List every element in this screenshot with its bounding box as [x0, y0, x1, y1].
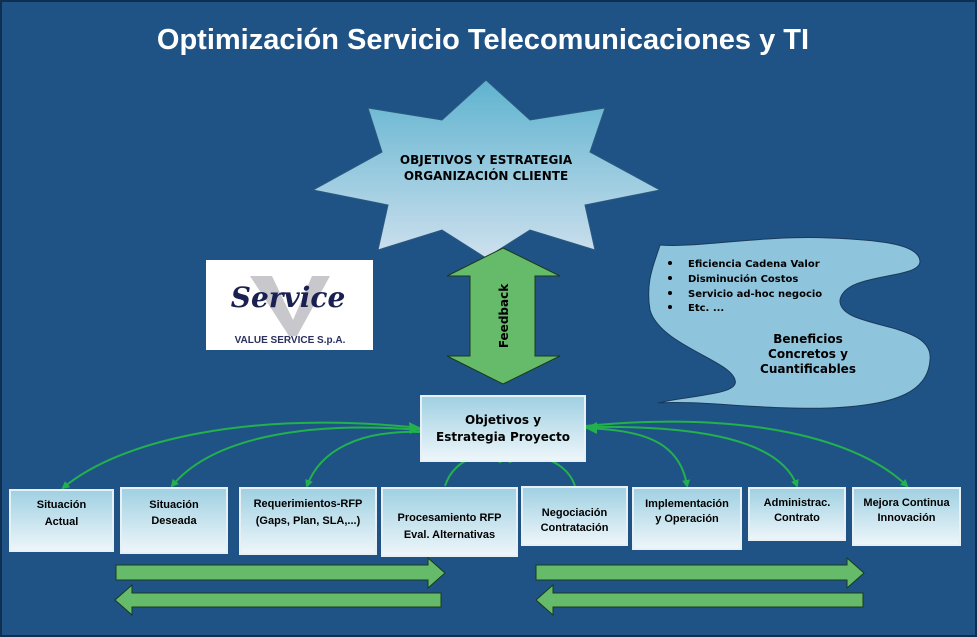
value-service-logo: Service VALUE SERVICE S.p.A.	[206, 260, 373, 350]
step-box-frame	[381, 487, 518, 557]
logo-script: Service	[231, 281, 346, 314]
project-line-1: Objetivos y	[465, 413, 541, 427]
step-label-1: Mejora Continua	[863, 497, 950, 509]
page-title: Optimización Servicio Telecomunicaciones…	[157, 24, 809, 56]
step-box-frame	[120, 487, 228, 554]
benefits-scroll: Eficiencia Cadena Valor Disminución Cost…	[648, 237, 931, 409]
benefits-heading-2: Concretos y	[768, 347, 848, 361]
feedback-arrow: Feedback	[446, 247, 561, 385]
arrowhead-icon	[409, 422, 421, 434]
step-label-1: Situación	[37, 499, 87, 511]
arrowhead-icon	[585, 422, 597, 434]
step-boxes: SituaciónActualSituaciónDeseadaRequerimi…	[9, 486, 961, 557]
step-label-1: Implementación	[645, 498, 729, 510]
project-line-2: Estrategia Proyecto	[436, 430, 570, 444]
step-box-frame	[239, 487, 377, 555]
project-objectives-box: Objetivos y Estrategia Proyecto	[420, 395, 586, 462]
step-label-2: Contratación	[541, 522, 609, 534]
step-box: Administrac. Contrato	[748, 487, 846, 541]
backward-arrow-right	[535, 583, 864, 617]
benefit-item: Disminución Costos	[688, 273, 798, 285]
step-label-2: Contrato	[774, 512, 820, 524]
process-arrows	[114, 556, 865, 617]
forward-arrow-right	[535, 556, 865, 590]
benefit-item: Servicio ad-hoc negocio	[688, 289, 822, 300]
step-label-2: Actual	[45, 516, 79, 528]
benefits-heading-3: Cuantificables	[760, 362, 856, 376]
feedback-label: Feedback	[497, 283, 511, 348]
backward-arrow-left	[114, 583, 442, 617]
client-objectives-star: OBJETIVOS Y ESTRATEGIA ORGANIZACIÓN CLIE…	[311, 79, 662, 259]
step-label-2: Eval. Alternativas	[404, 529, 495, 541]
step-box-frame	[852, 487, 961, 546]
step-box-frame	[9, 489, 114, 552]
step-label-1: Administrac.	[764, 497, 831, 509]
forward-arrow-left	[115, 556, 446, 590]
step-box: Procesamiento RFP Eval. Alternativas	[381, 487, 518, 557]
step-label-2: (Gaps, Plan, SLA,...)	[256, 515, 361, 527]
step-label-1: Requerimientos-RFP	[254, 498, 363, 510]
step-label-1: Situación	[149, 499, 199, 511]
benefit-item: Eficiencia Cadena Valor	[688, 259, 820, 270]
step-box-frame	[521, 486, 628, 546]
logo-company: VALUE SERVICE S.p.A.	[235, 335, 346, 346]
step-label-2: Deseada	[151, 515, 197, 527]
logo-letter-v-shape	[250, 276, 330, 336]
benefit-item: Etc. ...	[688, 303, 724, 314]
benefits-heading-1: Beneficios	[773, 332, 842, 346]
step-label-2: Innovación	[877, 512, 935, 524]
step-box-frame	[748, 487, 846, 541]
star-line-2: ORGANIZACIÓN CLIENTE	[404, 168, 568, 183]
step-label-1: Procesamiento RFP	[398, 512, 502, 524]
step-box-frame	[632, 487, 742, 550]
step-label-1: Negociación	[542, 507, 608, 519]
step-box: Implementación y Operación	[632, 487, 742, 550]
step-box: Requerimientos-RFP (Gaps, Plan, SLA,...)	[239, 487, 377, 555]
star-line-1: OBJETIVOS Y ESTRATEGIA	[400, 153, 573, 167]
step-label-2: y Operación	[655, 513, 719, 525]
